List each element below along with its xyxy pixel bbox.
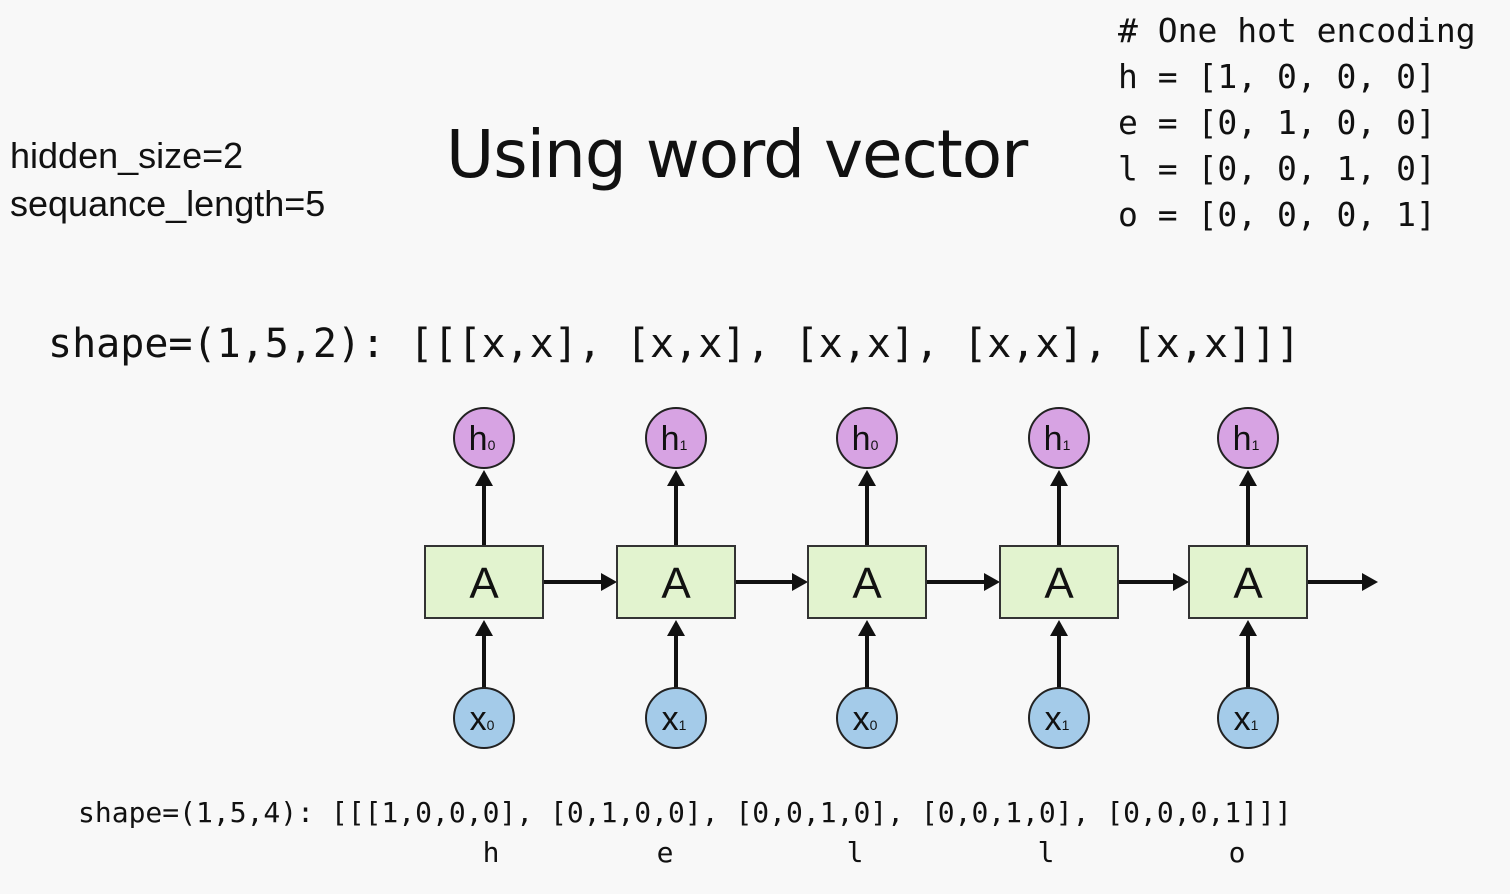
rnn-cell-label: A: [469, 559, 499, 608]
rnn-cell: [999, 545, 1119, 619]
input-label: x1: [1234, 700, 1259, 738]
encoding-line-l: l = [0, 0, 1, 0]: [1118, 149, 1436, 188]
input-label: x0: [853, 700, 878, 738]
input-node: [1028, 687, 1090, 749]
hidden-state-node: [836, 407, 898, 469]
rnn-cell-label: A: [661, 559, 691, 608]
input-char-label: h: [482, 836, 500, 869]
input-node: [453, 687, 515, 749]
input-char-label: l: [846, 836, 864, 869]
hidden-state-label: h1: [661, 420, 688, 458]
arrow-head: [1050, 620, 1068, 636]
hidden-state-node: [645, 407, 707, 469]
sequence-length-label: sequance_length=5: [10, 183, 326, 224]
hidden-state-label: h0: [469, 420, 496, 458]
encoding-line-h: h = [1, 0, 0, 0]: [1118, 57, 1436, 96]
encoding-line-o: o = [0, 0, 0, 1]: [1118, 195, 1436, 234]
slide-title: Using word vector: [446, 116, 1028, 193]
arrow-head: [475, 470, 493, 486]
hidden-state-node: [453, 407, 515, 469]
arrow-head: [1239, 470, 1257, 486]
input-shape-label: shape=(1,5,4): [[[1,0,0,0], [0,1,0,0], […: [78, 796, 1292, 829]
hidden-state-node: [1217, 407, 1279, 469]
arrow-head: [1239, 620, 1257, 636]
input-char-label: o: [1228, 836, 1246, 869]
arrow-head: [601, 573, 617, 591]
input-label: x1: [1045, 700, 1070, 738]
input-char-label: l: [1037, 836, 1055, 869]
hidden-state-label: h1: [1233, 420, 1260, 458]
input-label: x0: [470, 700, 495, 738]
arrow-head: [667, 620, 685, 636]
encoding-comment: # One hot encoding: [1118, 11, 1476, 50]
input-char-label: e: [656, 836, 674, 869]
rnn-cell: [424, 545, 544, 619]
hidden-state-label: h0: [852, 420, 879, 458]
encoding-line-e: e = [0, 1, 0, 0]: [1118, 103, 1436, 142]
rnn-cell-label: A: [852, 559, 882, 608]
arrow-head: [667, 470, 685, 486]
input-node: [1217, 687, 1279, 749]
arrow-head: [1050, 470, 1068, 486]
hidden-state-node: [1028, 407, 1090, 469]
arrow-head: [475, 620, 493, 636]
rnn-cell-label: A: [1233, 559, 1263, 608]
rnn-cell: [616, 545, 736, 619]
arrow-head: [1173, 573, 1189, 591]
hidden-state-label: h1: [1044, 420, 1071, 458]
input-node: [836, 687, 898, 749]
hidden-size-label: hidden_size=2: [10, 135, 244, 176]
hidden-shape-label: shape=(1,5,2): [[[x,x], [x,x], [x,x], [x…: [48, 321, 1301, 367]
input-node: [645, 687, 707, 749]
arrow-head: [858, 620, 876, 636]
arrow-head: [858, 470, 876, 486]
one-hot-encoding-code: # One hot encoding h = [1, 0, 0, 0] e = …: [1118, 8, 1476, 238]
arrow-head: [792, 573, 808, 591]
rnn-cell-label: A: [1044, 559, 1074, 608]
arrow-head: [984, 573, 1000, 591]
parameters: hidden_size=2 sequance_length=5: [10, 132, 325, 228]
arrow-head: [1362, 573, 1378, 591]
rnn-cell: [807, 545, 927, 619]
rnn-cell: [1188, 545, 1308, 619]
input-label: x1: [662, 700, 687, 738]
